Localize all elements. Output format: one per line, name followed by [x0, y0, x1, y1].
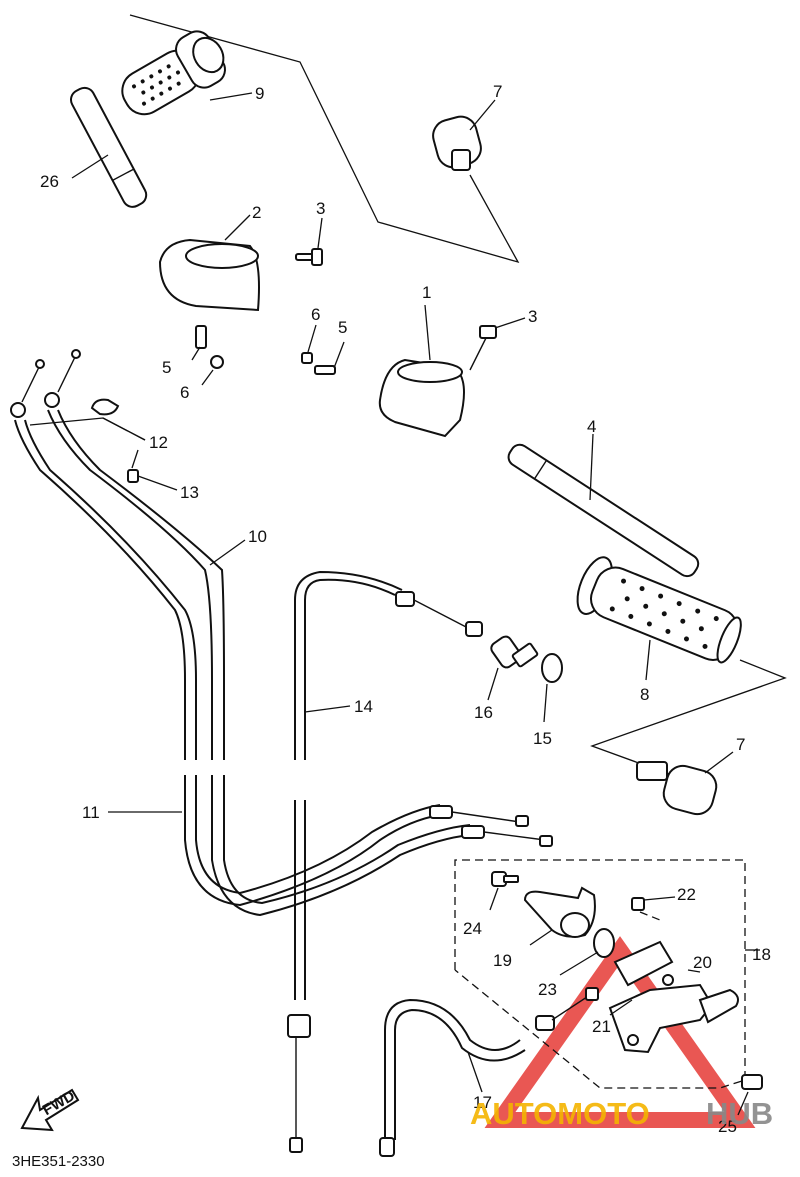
- watermark-text-left: AUTOMOTO: [470, 1096, 650, 1131]
- grip-right: [576, 556, 787, 779]
- callout-17: 17: [473, 1093, 492, 1112]
- fwd-arrow: FWD: [20, 1087, 80, 1132]
- callout-22: 22: [677, 885, 696, 904]
- callout-3b: 3: [528, 307, 537, 326]
- bar-end-weight-top: [432, 99, 496, 171]
- callout-15: 15: [533, 729, 552, 748]
- switch-housing: [301, 304, 526, 438]
- callout-26: 26: [40, 172, 59, 191]
- callout-3a: 3: [316, 199, 325, 218]
- callout-11: 11: [82, 803, 100, 822]
- callout-21: 21: [592, 1017, 611, 1036]
- callout-12: 12: [149, 433, 168, 452]
- diagram-code: 3HE351-2330: [12, 1153, 105, 1170]
- cable-guide: [29, 398, 178, 491]
- callout-6a: 6: [180, 383, 189, 402]
- callout-2: 2: [252, 203, 261, 222]
- callout-24: 24: [463, 919, 482, 938]
- callout-7a: 7: [493, 82, 502, 101]
- choke-assembly: [454, 859, 763, 1116]
- bar-end-weight-bottom: [636, 751, 734, 816]
- callout-7b: 7: [736, 735, 745, 754]
- callout-20: 20: [693, 953, 712, 972]
- callout-16: 16: [474, 703, 493, 722]
- callout-4: 4: [587, 417, 596, 436]
- callout-5b: 5: [338, 318, 347, 337]
- cable-adjuster: [487, 635, 563, 723]
- throttle-cables: [10, 349, 553, 917]
- watermark-logo: AUTOMOTO HUB: [470, 1096, 773, 1131]
- throttle-grip: [121, 14, 520, 264]
- clutch-cable: [287, 570, 483, 1153]
- callout-10: 10: [248, 527, 267, 546]
- callout-6b: 6: [311, 305, 320, 324]
- callout-18: 18: [752, 945, 771, 964]
- choke-cable: [379, 987, 599, 1157]
- handlebar-pipe-right: [507, 433, 700, 578]
- callout-1: 1: [422, 283, 431, 302]
- throttle-housing: [158, 214, 323, 386]
- callout-8: 8: [640, 685, 649, 704]
- watermark-text-right: HUB: [706, 1096, 773, 1131]
- callout-19: 19: [493, 951, 512, 970]
- callout-23: 23: [538, 980, 557, 999]
- callout-14: 14: [354, 697, 373, 716]
- callout-25: 25: [718, 1117, 737, 1136]
- watermark-triangle: [484, 936, 756, 1128]
- callout-13: 13: [180, 483, 199, 502]
- callout-labels: 1 2 3 3 4 5 5 6 6 7 7 8 9 10 11 12 13 14…: [40, 82, 771, 1136]
- callout-5a: 5: [162, 358, 171, 377]
- handlebar-pipe-left: [70, 86, 148, 208]
- callout-9: 9: [255, 84, 264, 103]
